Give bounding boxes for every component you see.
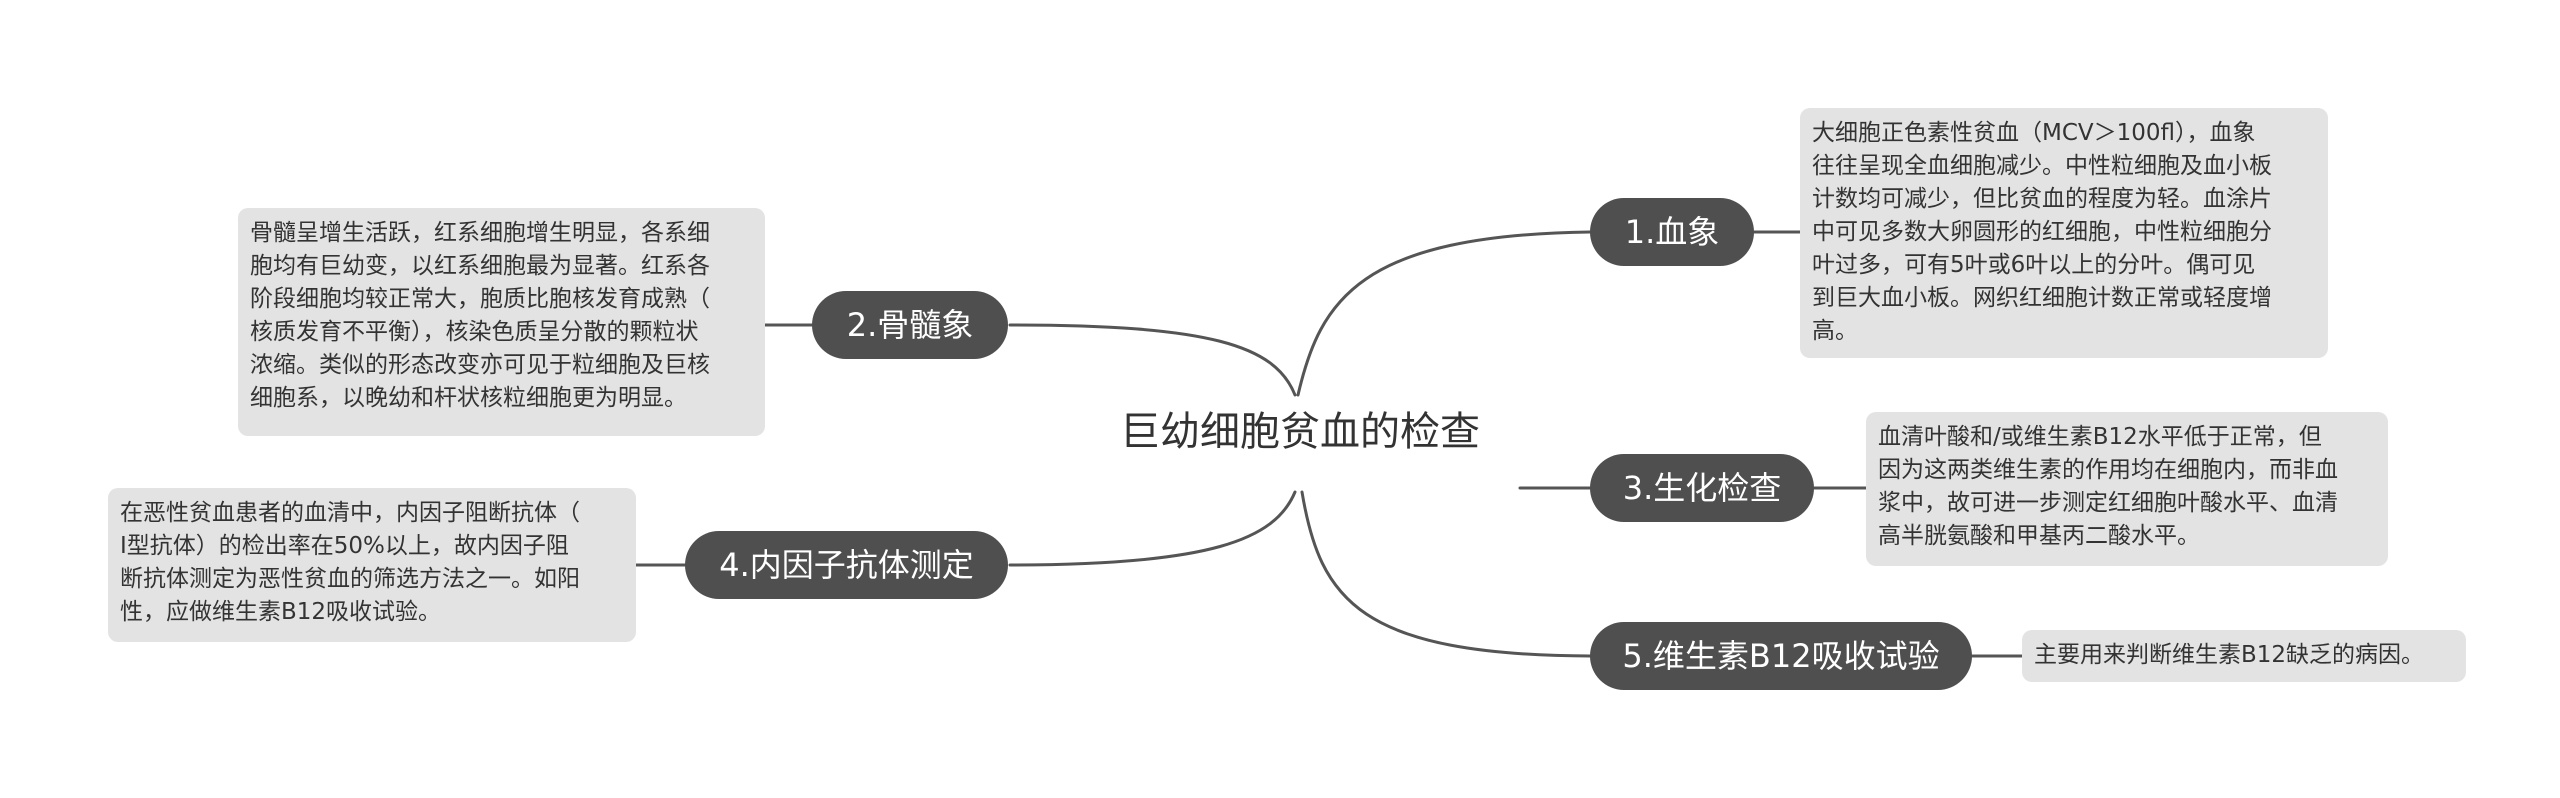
central-topic[interactable]: 巨幼细胞贫血的检查 bbox=[1120, 409, 1480, 455]
note-biochemistry: 血清叶酸和/或维生素B12水平低于正常，但 因为这两类维生素的作用均在细胞内，而… bbox=[1866, 412, 2388, 566]
note-text: 在恶性贫血患者的血清中，内因子阻断抗体（ I型抗体）的检出率在50%以上，故内因… bbox=[120, 500, 580, 625]
note-text: 主要用来判断维生素B12缺乏的病因。 bbox=[2034, 642, 2425, 668]
link-center-1 bbox=[1296, 230, 1592, 397]
note-text: 骨髓呈增生活跃，红系细胞增生明显，各系细 胞均有巨幼变，以红系细胞最为显著。红系… bbox=[250, 220, 710, 411]
note-text: 大细胞正色素性贫血（MCV＞100fl），血象 往往呈现全血细胞减少。中性粒细胞… bbox=[1812, 120, 2272, 344]
note-intrinsic-factor: 在恶性贫血患者的血清中，内因子阻断抗体（ I型抗体）的检出率在50%以上，故内因… bbox=[108, 488, 636, 642]
note-b12-absorption: 主要用来判断维生素B12缺乏的病因。 bbox=[2022, 630, 2466, 682]
link-center-4 bbox=[1008, 490, 1297, 567]
note-bone-marrow: 骨髓呈增生活跃，红系细胞增生明显，各系细 胞均有巨幼变，以红系细胞最为显著。红系… bbox=[238, 208, 765, 436]
topic-intrinsic-factor[interactable]: 4.内因子抗体测定 bbox=[685, 531, 1008, 599]
note-blood-picture: 大细胞正色素性贫血（MCV＞100fl），血象 往往呈现全血细胞减少。中性粒细胞… bbox=[1800, 108, 2328, 358]
link-center-2 bbox=[1008, 323, 1297, 397]
topic-blood-picture[interactable]: 1.血象 bbox=[1590, 198, 1754, 266]
topic-biochemistry[interactable]: 3.生化检查 bbox=[1590, 454, 1814, 522]
topic-b12-absorption[interactable]: 5.维生素B12吸收试验 bbox=[1590, 622, 1972, 690]
note-text: 血清叶酸和/或维生素B12水平低于正常，但 因为这两类维生素的作用均在细胞内，而… bbox=[1878, 424, 2338, 549]
topic-bone-marrow[interactable]: 2.骨髓象 bbox=[812, 291, 1008, 359]
link-center-5 bbox=[1300, 490, 1592, 658]
